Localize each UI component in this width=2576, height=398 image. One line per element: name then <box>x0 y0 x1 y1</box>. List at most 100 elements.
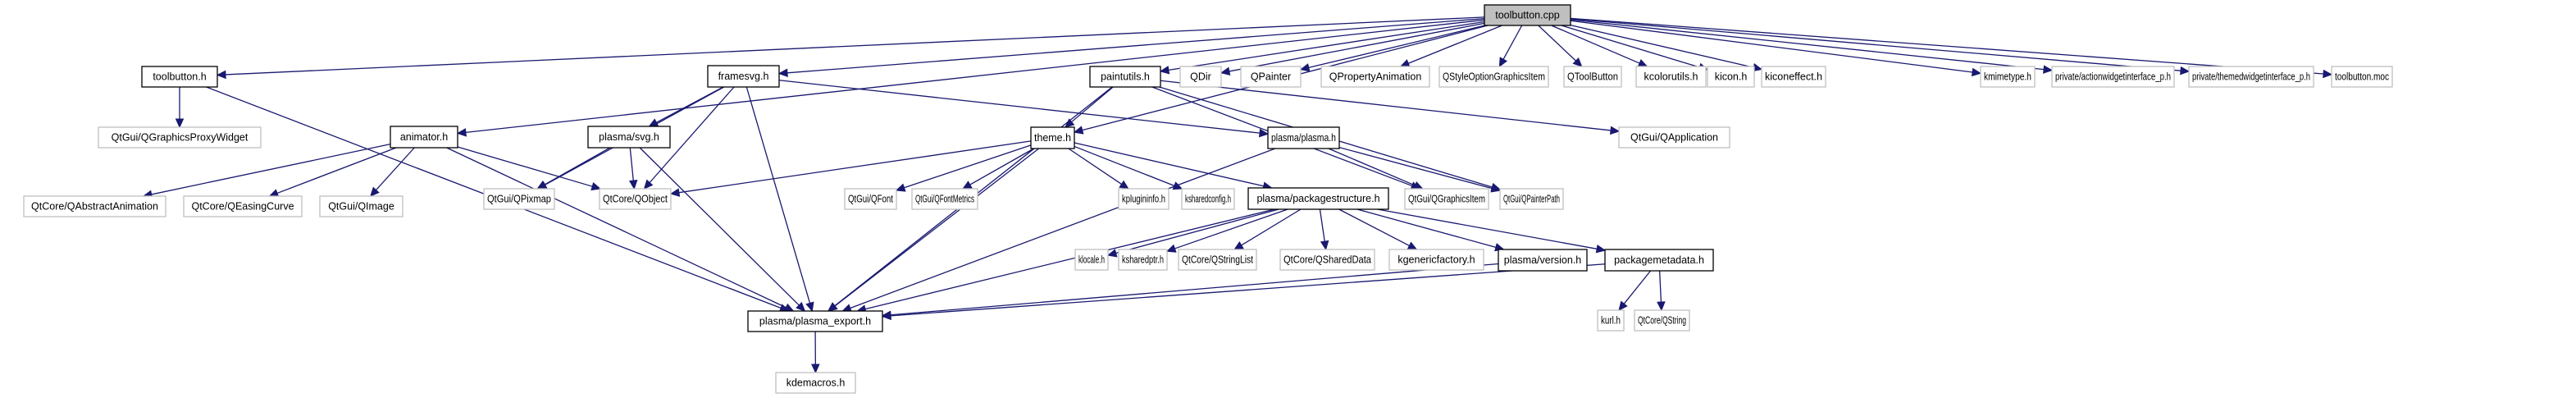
node-packagemetadata-h[interactable]: packagemetadata.h <box>1604 249 1714 272</box>
node-label: QPainter <box>1251 71 1291 83</box>
node-box <box>1118 249 1168 271</box>
node-toolbutton-moc: toolbutton.moc <box>2331 66 2393 88</box>
node-paintutils-h[interactable]: paintutils.h <box>1089 66 1161 88</box>
edge-packagestructure_h-to-ksharedptr_h <box>1174 208 1288 249</box>
edge-framesvg_h-to-plasma_h <box>778 80 1261 134</box>
arrowhead-icon <box>1595 245 1607 254</box>
edge-animator_h-to-plasma_export_h <box>446 147 786 309</box>
node-toolbutton-cpp[interactable]: toolbutton.cpp <box>1484 4 1571 26</box>
arrowhead-icon <box>783 303 795 312</box>
node-svg-h[interactable]: plasma/svg.h <box>587 126 671 149</box>
edge-packagestructure_h-to-klocale_h <box>1115 208 1279 254</box>
edge-packagestructure_h-to-packagemetadata_h <box>1377 208 1598 249</box>
node-box <box>775 372 856 394</box>
node-theme-h[interactable]: theme.h <box>1030 126 1075 149</box>
edge-toolbutton_cpp-to-toolbutton_h <box>225 16 1485 75</box>
node-label: QtCore/QString <box>1638 315 1686 327</box>
node-box <box>1267 126 1340 149</box>
edge-plasma_h-to-qgraphicsitem <box>1328 148 1416 186</box>
edge-toolbutton_cpp-to-qtoolbutton <box>1538 25 1576 62</box>
node-qapplication: QtGui/QApplication <box>1618 126 1730 149</box>
arrowhead-icon <box>1637 59 1648 67</box>
node-label: QtGui/QFontMetrics <box>915 194 974 205</box>
node-box <box>707 65 780 88</box>
node-box <box>483 188 555 210</box>
node-plasma-h[interactable]: plasma/plasma.h <box>1267 126 1340 149</box>
node-kiconeffect-h: kiconeffect.h <box>1761 66 1826 88</box>
node-box <box>2051 66 2175 88</box>
node-label: toolbutton.cpp <box>1495 10 1560 21</box>
arrowhead-icon <box>962 181 973 190</box>
node-version-h[interactable]: plasma/version.h <box>1498 249 1588 272</box>
node-box <box>1563 66 1622 88</box>
node-qpainter: QPainter <box>1240 66 1302 88</box>
edge-animator_h-to-qimage <box>376 147 415 191</box>
arrowhead-icon <box>1320 240 1329 251</box>
edge-animator_h-to-qabstractanimation <box>151 143 391 195</box>
node-label: QtGui/QGraphicsItem <box>1408 194 1485 205</box>
arrowhead-icon <box>1233 241 1244 250</box>
arrowhead-icon <box>643 179 654 190</box>
edge-animator_h-to-qeasingcurve <box>276 147 397 194</box>
node-label: plasma/packagestructure.h <box>1256 193 1379 204</box>
node-label: toolbutton.h <box>153 71 206 83</box>
node-label: QtGui/QPixmap <box>487 194 551 205</box>
node-toolbutton-h[interactable]: toolbutton.h <box>141 66 218 88</box>
edge-toolbutton_cpp-to-themedwidgetinterface <box>1570 18 2182 71</box>
node-packagestructure-h[interactable]: plasma/packagestructure.h <box>1247 187 1389 210</box>
arrowhead-icon <box>828 302 838 312</box>
node-label: plasma/svg.h <box>599 131 659 143</box>
arrowhead-icon <box>1657 301 1666 312</box>
node-label: QtGui/QFont <box>848 194 893 205</box>
node-label: private/themedwidgetinterface_p.h <box>2192 71 2310 83</box>
node-box <box>1089 66 1161 88</box>
node-label: paintutils.h <box>1101 71 1150 83</box>
arrowhead-icon <box>895 183 906 192</box>
node-label: QtGui/QPainterPath <box>1503 194 1560 205</box>
node-label: plasma/plasma_export.h <box>759 316 871 327</box>
node-animator-h[interactable]: animator.h <box>390 126 458 149</box>
node-kcolorutils-h: kcolorutils.h <box>1635 66 1707 88</box>
node-box <box>1178 249 1257 271</box>
node-qgraphicsitem: QtGui/QGraphicsItem <box>1404 188 1489 210</box>
edge-version_h-to-plasma_export_h <box>890 263 1499 316</box>
node-qshareddata: QtCore/QSharedData <box>1279 249 1375 271</box>
arrowhead-icon <box>1618 300 1628 311</box>
node-box <box>1247 187 1389 210</box>
arrowhead-icon <box>175 118 185 129</box>
node-box <box>1634 309 1690 332</box>
arrowhead-icon <box>1073 126 1084 135</box>
node-label: QStyleOptionGraphicsItem <box>1443 71 1545 83</box>
edge-paintutils_h-to-theme_h <box>1071 86 1114 123</box>
node-box <box>98 126 262 149</box>
node-plasma-export-h[interactable]: plasma/plasma_export.h <box>747 310 883 332</box>
edge-framesvg_h-to-plasma_export_h <box>745 86 811 304</box>
edge-packagestructure_h-to-qstringlist <box>1241 208 1302 246</box>
edge-packagestructure_h-to-plasma_export_h <box>864 208 1275 310</box>
node-box <box>1438 66 1549 88</box>
edge-packagestructure_h-to-version_h <box>1356 208 1497 248</box>
node-qpixmap: QtGui/QPixmap <box>483 188 555 210</box>
node-label: ksharedconfig.h <box>1185 194 1231 205</box>
edge-toolbutton_cpp-to-qpropertyanimation <box>1407 25 1502 64</box>
node-klocale-h: klocale.h <box>1074 249 1109 271</box>
node-qeasingcurve: QtCore/QEasingCurve <box>183 195 303 217</box>
node-box <box>141 66 218 88</box>
node-label: QtCore/QEasingCurve <box>191 201 294 213</box>
node-box <box>1320 66 1430 88</box>
edge-theme_h-to-ksharedconfig_h <box>1074 145 1175 186</box>
arrowhead-icon <box>1258 128 1270 138</box>
node-label: QtGui/QApplication <box>1630 132 1718 144</box>
node-box <box>1707 66 1755 88</box>
node-qfontmetrics: QtGui/QFontMetrics <box>911 188 978 210</box>
node-framesvg-h[interactable]: framesvg.h <box>707 65 780 88</box>
node-label: QDir <box>1190 71 1211 83</box>
node-kplugininfo-h: kplugininfo.h <box>1118 188 1169 210</box>
edge-packagestructure_h-to-kgenericfactory_h <box>1338 208 1410 246</box>
edge-toolbutton_cpp-to-animator_h <box>465 19 1485 134</box>
node-label: plasma/version.h <box>1504 254 1582 266</box>
arrowhead-icon <box>881 311 891 321</box>
edge-theme_h-to-kplugininfo_h <box>1068 148 1122 185</box>
edge-toolbutton_cpp-to-framesvg_h <box>786 17 1485 74</box>
